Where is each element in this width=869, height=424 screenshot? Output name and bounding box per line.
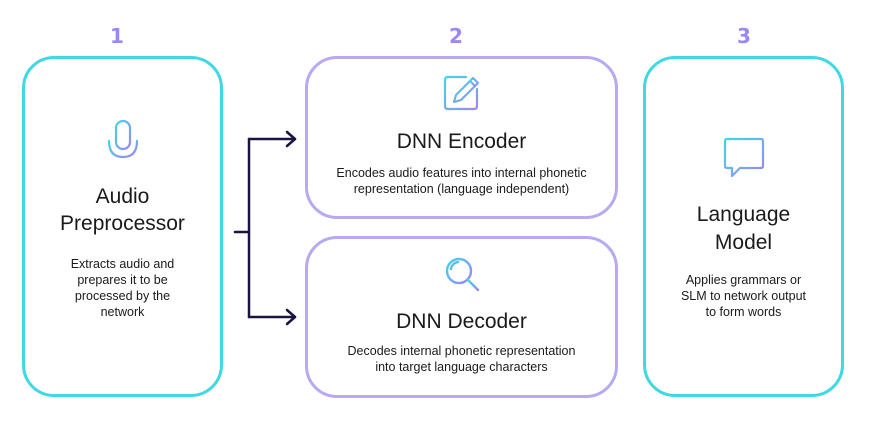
- dnn-encoder-card: DNN Encoder Encodes audio features into …: [305, 56, 618, 219]
- audio-preprocessor-desc-line2: prepares it to be: [77, 273, 168, 287]
- audio-preprocessor-card: Audio Preprocessor Extracts audio and pr…: [22, 56, 223, 397]
- dnn-decoder-desc-line2: into target language characters: [375, 360, 548, 374]
- dnn-decoder-desc-line1: Decodes internal phonetic representation: [347, 344, 576, 358]
- language-model-card: Language Model Applies grammars or SLM t…: [643, 56, 844, 397]
- language-model-desc-line1: Applies grammars or: [685, 273, 802, 287]
- audio-preprocessor-desc-line3: processed by the: [74, 289, 171, 303]
- dnn-decoder-card: DNN Decoder Decodes internal phonetic re…: [305, 236, 618, 398]
- language-model-title-line1: Language: [696, 203, 791, 226]
- audio-preprocessor-title-line1: Audio: [95, 185, 150, 208]
- audio-preprocessor-title-line2: Preprocessor: [60, 212, 185, 235]
- step-number-2: 2: [449, 24, 463, 48]
- dnn-encoder-title: DNN Encoder: [396, 130, 527, 153]
- audio-preprocessor-desc-line4: network: [100, 305, 145, 319]
- step-number-3: 3: [737, 24, 751, 48]
- language-model-title-line2: Model: [714, 231, 773, 254]
- dnn-encoder-desc-line1: Encodes audio features into internal pho…: [336, 166, 587, 180]
- microphone-icon: [107, 119, 138, 168]
- dnn-encoder-desc-line2: representation (language independent): [353, 182, 570, 196]
- edit-pencil-icon: [443, 75, 479, 111]
- step-number-1: 1: [110, 24, 124, 48]
- audio-preprocessor-desc-line1: Extracts audio and: [70, 257, 175, 271]
- language-model-desc-line2: SLM to network output: [680, 289, 807, 303]
- dnn-decoder-title: DNN Decoder: [396, 310, 527, 333]
- chat-message-icon: [723, 137, 764, 178]
- language-model-desc-line3: to form words: [705, 305, 782, 319]
- search-icon: [445, 257, 479, 292]
